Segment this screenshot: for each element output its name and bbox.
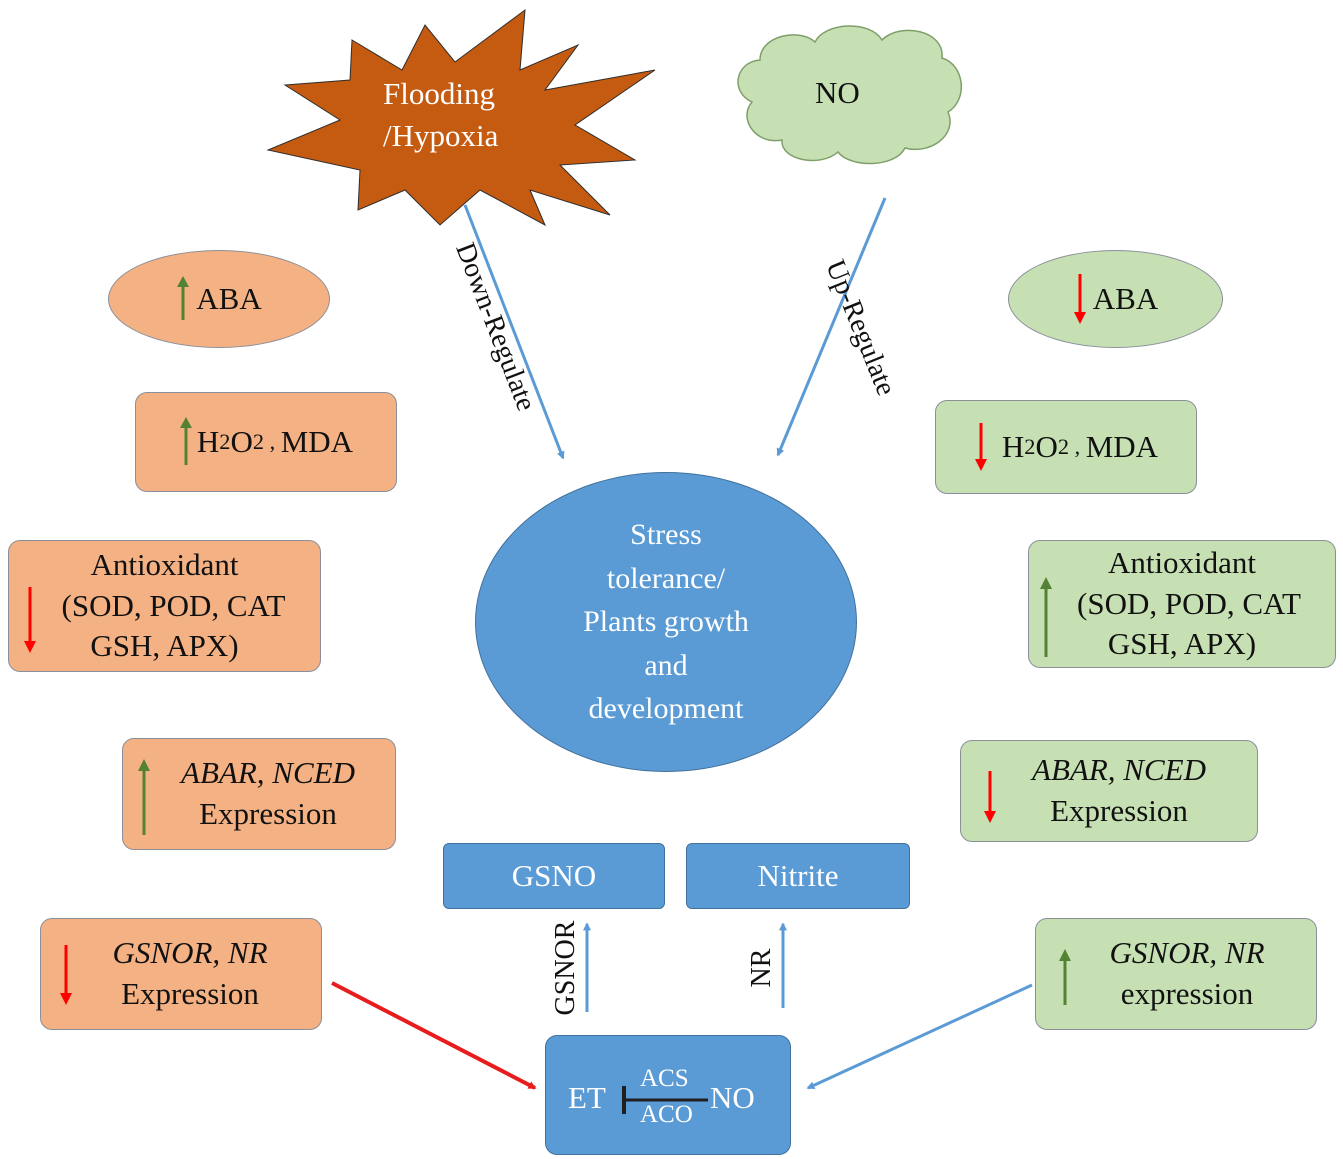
left-antioxidant-line1: Antioxidant [90, 546, 239, 582]
down-arrow-icon [24, 587, 36, 653]
inhibition-bar [622, 1086, 708, 1114]
up-arrow-icon [1059, 949, 1071, 1005]
center-line3: Plants growth [583, 605, 749, 639]
up-arrow-icon [177, 276, 190, 320]
stressor-line2: /Hypoxia [383, 118, 499, 153]
down-arrow-icon [1073, 274, 1086, 324]
down-arrow-icon [984, 771, 996, 823]
up-arrow-icon [1040, 577, 1052, 657]
red-connector-arrow [331, 981, 537, 1090]
stressor-line1: Flooding [383, 76, 495, 111]
right-ros-o: O [1035, 428, 1058, 464]
acs-label: ACS [640, 1065, 689, 1092]
gsno-box: GSNO [443, 843, 665, 909]
left-ros-sub1: 2 [219, 429, 231, 455]
right-gsnor-box: GSNOR, NR expression [1035, 918, 1317, 1030]
right-ros-sub1: 2 [1024, 434, 1036, 460]
nitrite-label: Nitrite [757, 857, 839, 893]
center-line4: and [644, 648, 688, 682]
gsnor-enzyme-label: GSNOR [550, 920, 581, 1016]
right-antioxidant-line3: GSH, APX) [1107, 626, 1257, 662]
right-antioxidant-line2: (SOD, POD, CAT [1077, 585, 1301, 621]
right-ros-sep: , [1069, 434, 1086, 460]
down-regulate-arrow [463, 204, 565, 460]
down-arrow-icon [60, 945, 72, 1005]
left-antioxidant-line3: GSH, APX) [90, 628, 239, 664]
et-no-box: ET NO ACS ACO [545, 1035, 791, 1155]
right-ros-sub2: 2 [1057, 434, 1069, 460]
left-antioxidant-box: Antioxidant (SOD, POD, CAT GSH, APX) [8, 540, 321, 672]
left-gsnor-box: GSNOR, NR Expression [40, 918, 322, 1030]
no-cloud-label: NO [815, 75, 860, 110]
left-ros-rest: MDA [280, 423, 354, 459]
up-arrow-icon [138, 759, 150, 835]
right-aba-label: ABA [1092, 280, 1159, 316]
left-antioxidant-line2: (SOD, POD, CAT [61, 587, 286, 623]
right-aba-ellipse: ABA [1008, 250, 1223, 348]
center-line5: development [588, 692, 744, 726]
left-genes-line2: Expression [199, 796, 337, 831]
aco-label: ACO [640, 1101, 693, 1128]
right-antioxidant-line1: Antioxidant [1107, 544, 1257, 580]
left-ros-o: O [230, 423, 253, 459]
center-line2: tolerance/ [606, 561, 726, 595]
left-genes-box: ABAR, NCED Expression [122, 738, 396, 850]
right-gsnor-line2: expression [1120, 976, 1254, 1011]
blue-connector-arrow [806, 983, 1033, 1090]
right-genes-line1: ABAR, NCED [1032, 752, 1206, 788]
nr-enzyme-label: NR [746, 948, 777, 988]
left-aba-label: ABA [196, 280, 262, 316]
left-aba-ellipse: ABA [108, 250, 330, 348]
right-genes-line2: Expression [1050, 793, 1188, 828]
et-label: ET [568, 1080, 606, 1115]
up-arrow-icon [179, 417, 192, 465]
left-gsnor-line2: Expression [121, 976, 259, 1011]
no-cloud [737, 25, 962, 165]
no-label: NO [710, 1080, 755, 1115]
stressor-burst [266, 8, 656, 227]
left-ros-sub2: 2 [252, 429, 264, 455]
right-genes-box: ABAR, NCED Expression [960, 740, 1258, 842]
gsno-label: GSNO [511, 857, 597, 893]
center-outcome: Stress tolerance/ Plants growth and deve… [475, 472, 857, 772]
nitrite-box: Nitrite [686, 843, 910, 909]
right-ros-rest: MDA [1085, 428, 1159, 464]
left-genes-line1: ABAR, NCED [181, 755, 355, 791]
right-antioxidant-box: Antioxidant (SOD, POD, CAT GSH, APX) [1028, 540, 1336, 668]
right-ros-h: H [1001, 428, 1025, 464]
down-arrow-icon [974, 423, 987, 471]
left-ros-sep: , [264, 429, 281, 455]
center-line1: Stress [630, 518, 702, 552]
left-gsnor-line1: GSNOR, NR [112, 935, 268, 971]
left-ros-h: H [196, 423, 220, 459]
up-regulate-arrow [776, 197, 887, 457]
right-gsnor-line1: GSNOR, NR [1109, 935, 1265, 971]
